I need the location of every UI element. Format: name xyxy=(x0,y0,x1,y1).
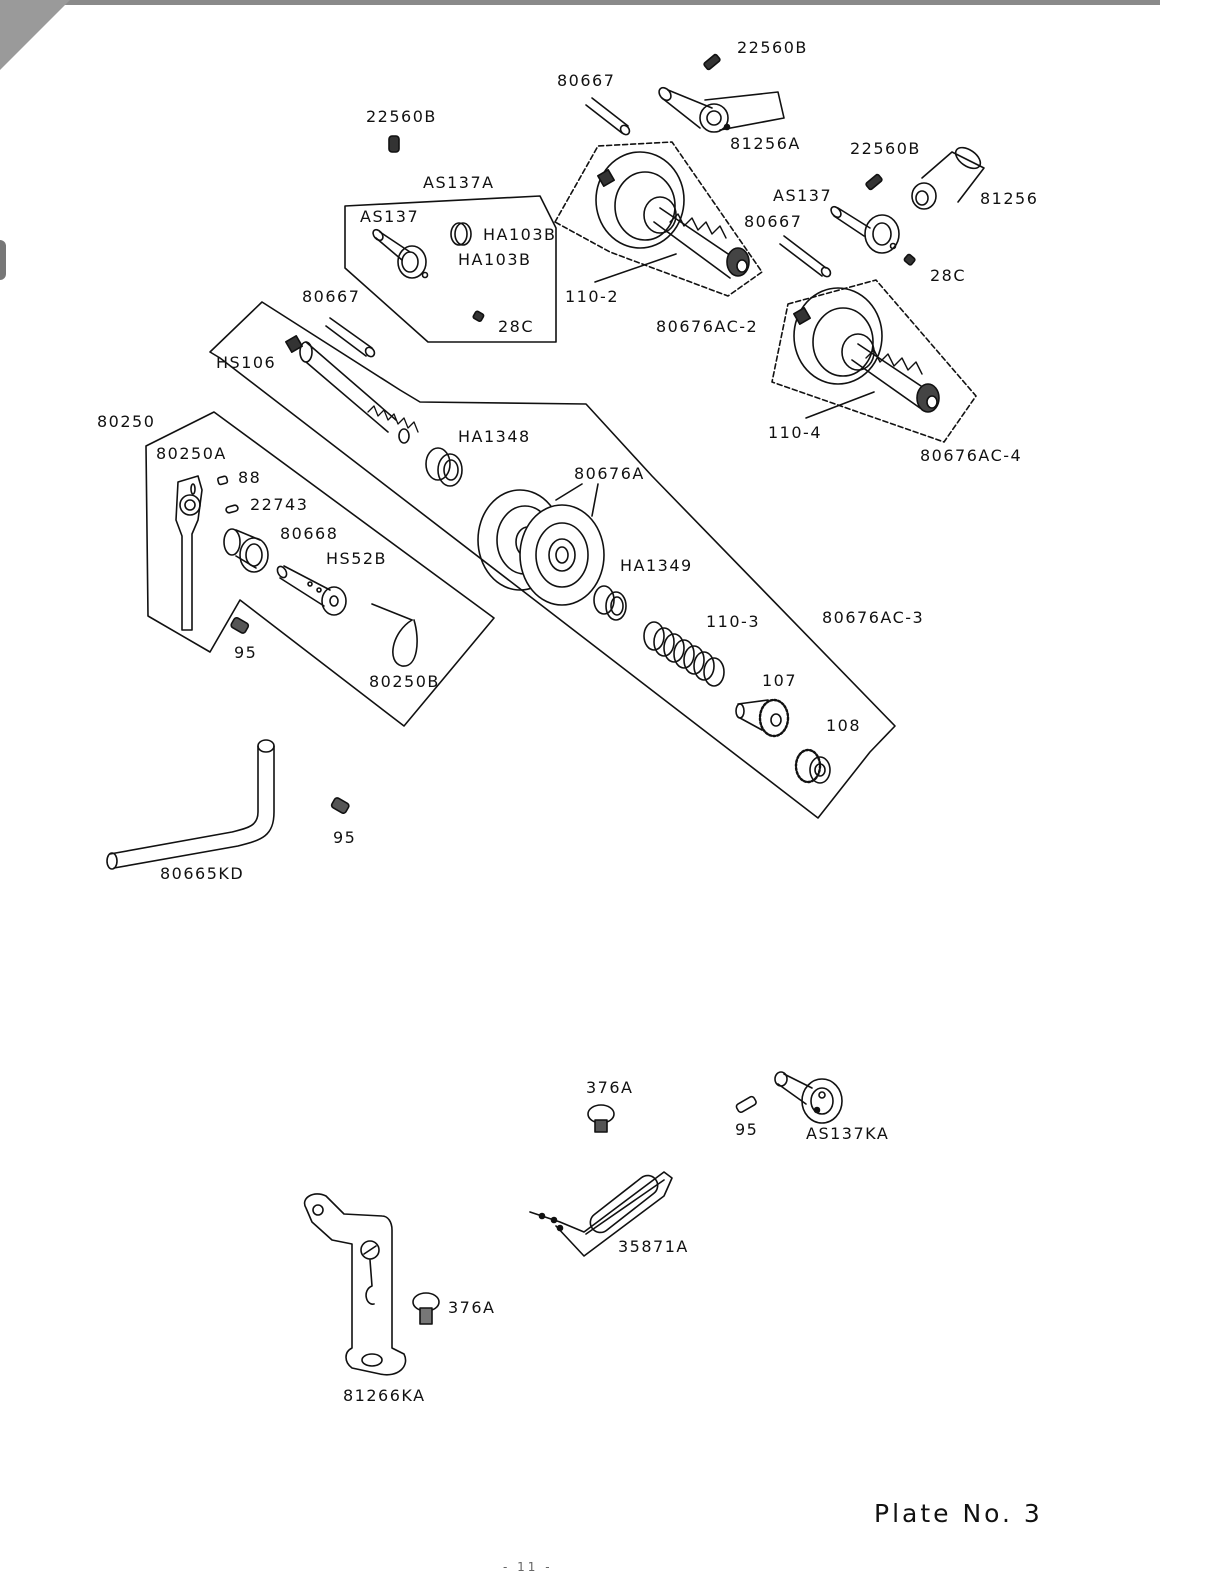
part-label-22560B: 22560B xyxy=(737,40,808,56)
rod-80665KD-drawing xyxy=(107,740,274,869)
stop-107-drawing xyxy=(736,700,788,736)
part-label-HS106: HS106 xyxy=(216,355,276,371)
bushing-80668-drawing xyxy=(224,529,268,572)
part-label-22560B: 22560B xyxy=(850,141,921,157)
part-label-35871A: 35871A xyxy=(618,1239,689,1255)
tension-assembly-80676AC-4-drawing xyxy=(794,288,939,412)
screw-22743-drawing xyxy=(225,505,238,514)
part-label-80667: 80667 xyxy=(744,214,802,230)
screw-376A-b-drawing xyxy=(413,1293,439,1324)
part-label-107: 107 xyxy=(762,673,797,689)
group-label-80676AC-2: 80676AC-2 xyxy=(656,319,758,335)
spring-110-3-drawing xyxy=(644,622,724,686)
part-label-80250A: 80250A xyxy=(156,446,227,462)
screw-376A-a-drawing xyxy=(588,1105,614,1132)
part-label-AS137: AS137 xyxy=(360,209,419,225)
set-screw-22560B-left-drawing xyxy=(389,136,399,152)
group-outline-80676AC-4 xyxy=(772,280,976,442)
pin-80667-right-drawing xyxy=(780,236,832,278)
nut-108-drawing xyxy=(796,750,830,783)
knob-81256A-drawing xyxy=(657,85,784,132)
set-screw-95-b-drawing xyxy=(331,797,350,815)
part-label-80667: 80667 xyxy=(557,73,615,89)
part-label-AS137KA: AS137KA xyxy=(806,1126,889,1142)
knob-81256-drawing xyxy=(912,143,984,209)
part-label-HA1349: HA1349 xyxy=(620,558,693,574)
pin-80667-top-drawing xyxy=(586,98,631,136)
part-label-AS137: AS137 xyxy=(773,188,832,204)
lever-80250A-drawing xyxy=(176,476,202,630)
plate-title: Plate No. 3 xyxy=(874,1499,1043,1528)
spring-80250B-drawing xyxy=(372,604,417,666)
ferrule-HA1349-drawing xyxy=(594,586,626,620)
group-label-80676AC-4: 80676AC-4 xyxy=(920,448,1022,464)
part-label-80665KD: 80665KD xyxy=(160,866,244,882)
part-label-HA103B: HA103B xyxy=(458,252,532,268)
part-label-88: 88 xyxy=(238,470,261,486)
group-label-80676AC-3: 80676AC-3 xyxy=(822,610,924,626)
part-label-HA103B: HA103B xyxy=(483,227,557,243)
part-label-110-3: 110-3 xyxy=(706,614,760,630)
part-label-376A: 376A xyxy=(448,1300,495,1316)
part-label-81256A: 81256A xyxy=(730,136,801,152)
part-label-28C: 28C xyxy=(930,268,966,284)
part-label-80250B: 80250B xyxy=(369,674,440,690)
ferrule-HA1348-drawing xyxy=(426,448,462,486)
group-label-AS137A: AS137A xyxy=(423,175,495,191)
tension-discs-80676A-drawing xyxy=(478,490,604,605)
washer-HA103B-drawing xyxy=(451,223,471,245)
stud-HS52B-drawing xyxy=(276,565,346,615)
set-screw-28C-b-drawing xyxy=(904,254,916,266)
part-label-22743: 22743 xyxy=(250,497,308,513)
page-number: - 11 - xyxy=(503,1560,553,1574)
set-screw-22560B-top-drawing xyxy=(703,54,720,70)
screw-88-drawing xyxy=(217,476,228,485)
set-screw-28C-a-drawing xyxy=(473,311,485,322)
part-label-28C: 28C xyxy=(498,319,534,335)
part-label-376A: 376A xyxy=(586,1080,633,1096)
part-label-95: 95 xyxy=(234,645,257,661)
set-screw-22560B-right-drawing xyxy=(865,174,882,190)
leader-110-2 xyxy=(595,254,676,282)
part-label-81256: 81256 xyxy=(980,191,1038,207)
set-screw-95-c-drawing xyxy=(735,1096,757,1114)
part-label-110-4: 110-4 xyxy=(768,425,822,441)
set-screw-95-a-drawing xyxy=(230,617,249,635)
part-label-HS52B: HS52B xyxy=(326,551,387,567)
part-label-80676A: 80676A xyxy=(574,466,645,482)
part-label-95: 95 xyxy=(735,1122,758,1138)
collar-AS137KA-drawing xyxy=(775,1072,842,1123)
group-label-80250: 80250 xyxy=(97,414,155,430)
part-label-108: 108 xyxy=(826,718,861,734)
part-label-22560B: 22560B xyxy=(366,109,437,125)
tension-assembly-80676AC-2-drawing xyxy=(596,152,749,278)
collar-AS137-right-drawing xyxy=(829,205,899,253)
pin-80667-middle-drawing xyxy=(326,318,376,358)
part-label-HA1348: HA1348 xyxy=(458,429,531,445)
collar-AS137-drawing xyxy=(371,228,427,278)
part-label-80668: 80668 xyxy=(280,526,338,542)
bracket-81266KA-drawing xyxy=(305,1194,406,1375)
part-label-95: 95 xyxy=(333,830,356,846)
part-label-110-2: 110-2 xyxy=(565,289,619,305)
part-label-81266KA: 81266KA xyxy=(343,1388,426,1404)
part-label-80667: 80667 xyxy=(302,289,360,305)
